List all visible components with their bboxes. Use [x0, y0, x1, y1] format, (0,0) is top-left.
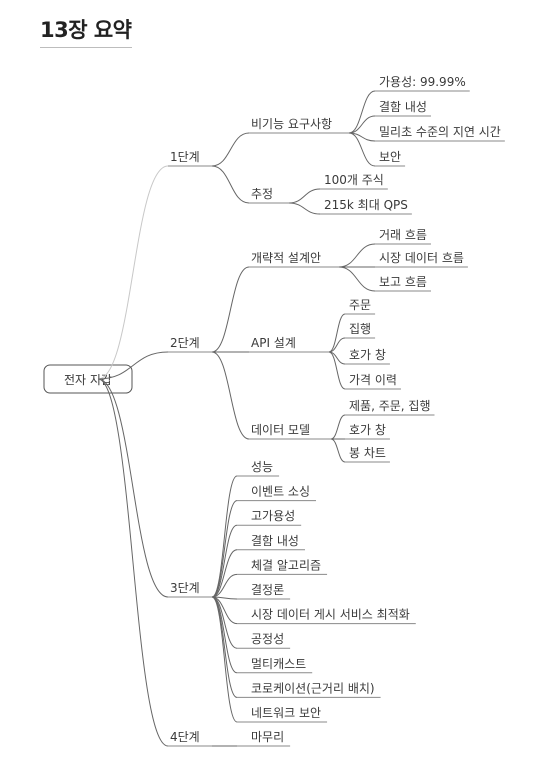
root-node-label: 전자 지갑: [64, 373, 112, 387]
topic-to-leaf-edge: [348, 115, 376, 134]
topic-to-leaf-edge: [330, 438, 346, 463]
topic-label: 추정: [251, 187, 273, 201]
leaf-label: 집행: [349, 321, 371, 336]
topic-label: 데이터 모델: [251, 423, 310, 437]
topic-to-leaf-edge: [328, 351, 346, 390]
leaf-label: 시장 데이터 흐름: [379, 251, 464, 265]
root-to-stage-edge: [97, 351, 169, 380]
leaf-label: 215k 최대 QPS: [324, 198, 408, 212]
leaf-label: 제품, 주문, 집행: [349, 398, 431, 413]
stage-label: 3단계: [170, 581, 200, 595]
root-to-stage-edge: [97, 378, 169, 598]
stage-to-topic-edge: [211, 351, 250, 440]
stage-to-topic-edge: [211, 596, 238, 723]
topic-label: 마무리: [251, 730, 284, 744]
title-underline: [40, 47, 132, 48]
root-to-stage-edge: [97, 378, 169, 747]
topic-label: 체결 알고리즘: [251, 558, 321, 572]
stage-to-topic-edge: [211, 573, 238, 598]
topic-to-leaf-edge: [328, 337, 346, 353]
topic-label: API 설계: [251, 336, 296, 350]
topic-to-leaf-edge: [288, 188, 321, 204]
leaf-label: 100개 주식: [324, 173, 384, 187]
stage-to-topic-edge: [211, 266, 250, 353]
topic-to-leaf-edge: [328, 313, 346, 353]
leaf-label: 밀리초 수준의 지연 시간: [379, 125, 501, 139]
stage-label: 4단계: [170, 730, 200, 744]
topic-to-leaf-edge: [288, 202, 321, 215]
stage-to-topic-edge: [211, 475, 238, 598]
leaf-label: 주문: [349, 298, 371, 312]
topic-label: 결함 내성: [251, 534, 299, 548]
leaf-label: 호가 창: [349, 348, 386, 362]
topic-label: 네트워크 보안: [251, 706, 321, 720]
stage-to-topic-edge: [211, 596, 238, 698]
leaf-label: 봉 차트: [349, 446, 386, 460]
topic-label: 비기능 요구사항: [251, 117, 332, 131]
stage-label: 1단계: [170, 150, 200, 164]
stage-to-topic-edge: [211, 500, 238, 598]
topic-label: 이벤트 소싱: [251, 485, 310, 499]
topic-to-leaf-edge: [338, 243, 376, 268]
topic-label: 개략적 설계안: [251, 251, 321, 265]
topic-label: 성능: [251, 460, 273, 474]
page-title: 13장 요약: [40, 18, 132, 42]
topic-to-leaf-edge: [338, 266, 376, 292]
leaf-label: 가용성: 99.99%: [379, 75, 466, 89]
leaf-label: 가격 이력: [349, 373, 397, 387]
topic-label: 멀티캐스트: [251, 657, 306, 671]
stage-label: 2단계: [170, 336, 200, 350]
leaf-label: 결함 내성: [379, 100, 427, 114]
topic-label: 코로케이션(근거리 배치): [251, 681, 375, 695]
leaf-label: 보고 흐름: [379, 275, 427, 289]
topic-label: 시장 데이터 게시 서비스 최적화: [251, 608, 410, 622]
topic-label: 결정론: [251, 583, 284, 597]
stage-to-topic-edge: [211, 165, 250, 204]
topic-to-leaf-edge: [348, 132, 376, 167]
root-to-stage-edge: [97, 165, 169, 380]
topic-to-leaf-edge: [330, 414, 346, 440]
topic-label: 고가용성: [251, 509, 295, 523]
leaf-label: 호가 창: [349, 423, 386, 437]
leaf-label: 거래 흐름: [379, 228, 427, 242]
topic-label: 공정성: [251, 632, 284, 646]
topic-to-leaf-edge: [348, 90, 376, 134]
leaf-label: 보안: [379, 150, 401, 164]
root-node-box: [43, 364, 133, 394]
stage-to-topic-edge: [211, 549, 238, 598]
stage-to-topic-edge: [211, 132, 250, 167]
